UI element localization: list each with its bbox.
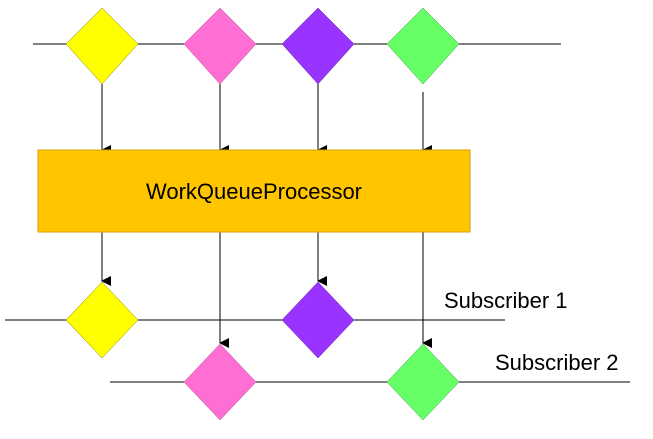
work-queue-processor-box xyxy=(37,149,471,233)
subscriber-1-event-purple xyxy=(281,281,355,359)
input-event-pink xyxy=(183,7,257,85)
subscriber-2-event-green xyxy=(386,343,460,421)
subscriber-2-event-pink xyxy=(183,343,257,421)
input-event-purple xyxy=(281,7,355,85)
subscriber-2-label: Subscriber 2 xyxy=(495,350,619,375)
input-event-yellow xyxy=(65,7,139,85)
subscriber-1-label: Subscriber 1 xyxy=(444,288,568,313)
work-queue-processor-label: WorkQueueProcessor xyxy=(146,179,362,204)
input-event-green xyxy=(386,7,460,85)
subscriber-1-event-yellow xyxy=(65,281,139,359)
